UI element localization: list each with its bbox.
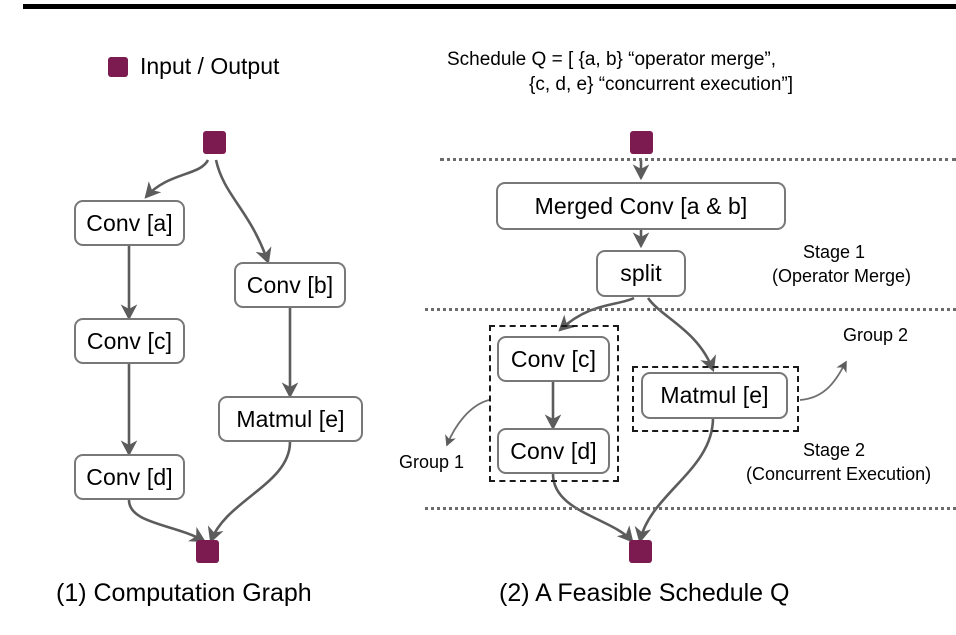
schedule-header-line-1: Schedule Q = [ {a, b} “operator merge”,	[447, 49, 776, 70]
top-divider-rule	[23, 4, 956, 9]
stage-1-title: Stage 1	[803, 242, 866, 262]
legend-label: Input / Output	[140, 53, 280, 79]
edge-r-e-to-output	[634, 417, 715, 544]
group-2-box	[632, 366, 799, 432]
edge-d-to-output	[127, 499, 206, 543]
stage-1-subtitle: (Operator Merge)	[772, 266, 912, 286]
stage-2-subtitle: (Concurrent Execution)	[746, 464, 932, 484]
stage-separator-top	[440, 158, 956, 161]
edge-input-to-a	[144, 159, 210, 199]
node-conv-c[interactable]: Conv [c]	[74, 318, 185, 364]
group-2-label: Group 2	[843, 325, 909, 345]
group-1-label: Group 1	[399, 452, 465, 472]
left-input-node[interactable]	[203, 131, 226, 154]
right-caption: (2) A Feasible Schedule Q	[499, 579, 790, 607]
schedule-header-line-2: {c, d, e} “concurrent execution”]	[529, 74, 794, 95]
right-input-node[interactable]	[630, 131, 653, 154]
edge-input-to-b	[214, 159, 272, 265]
node-conv-a[interactable]: Conv [a]	[74, 200, 185, 246]
legend-io-swatch	[108, 57, 128, 77]
stage-separator-bottom	[425, 507, 956, 510]
node-conv-b[interactable]: Conv [b]	[234, 262, 346, 308]
node-conv-d[interactable]: Conv [d]	[74, 454, 185, 500]
node-matmul-e[interactable]: Matmul [e]	[218, 396, 363, 442]
callout-group-2	[799, 360, 847, 401]
node-r-conv-d[interactable]: Conv [d]	[497, 428, 610, 474]
edge-e-to-output	[207, 441, 292, 544]
stage-2-title: Stage 2	[803, 440, 866, 460]
callout-group-1	[445, 399, 490, 447]
left-caption: (1) Computation Graph	[56, 579, 312, 607]
node-split[interactable]: split	[596, 250, 686, 297]
stage-separator-middle	[425, 308, 956, 311]
node-r-matmul-e[interactable]: Matmul [e]	[641, 372, 788, 419]
right-output-node[interactable]	[629, 540, 652, 563]
group-1-box	[489, 325, 619, 482]
left-output-node[interactable]	[196, 540, 219, 563]
node-merged-conv[interactable]: Merged Conv [a & b]	[496, 182, 786, 230]
node-r-conv-c[interactable]: Conv [c]	[497, 336, 610, 382]
